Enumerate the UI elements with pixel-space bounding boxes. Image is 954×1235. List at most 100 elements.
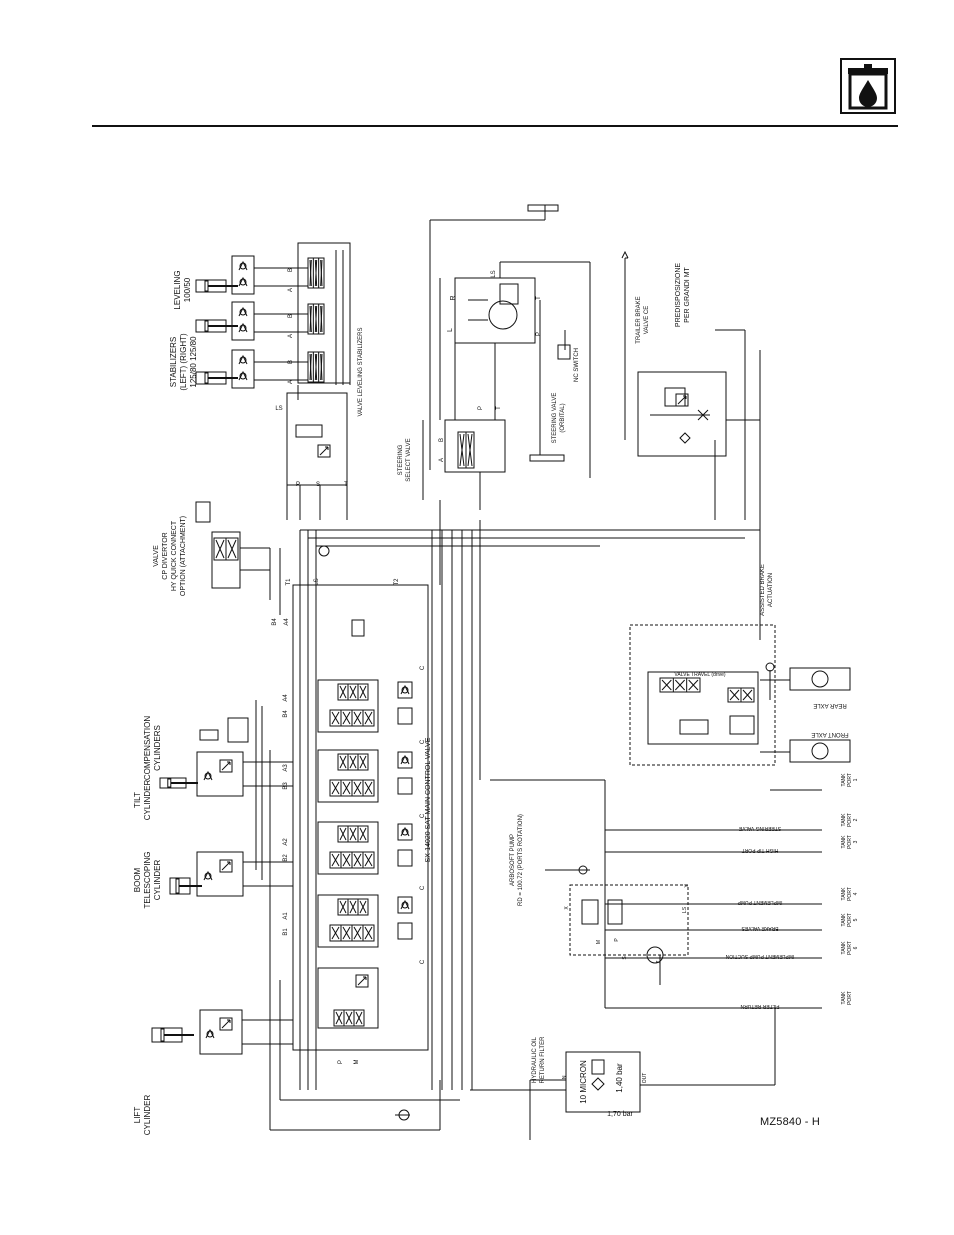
port-label: A3 [283, 764, 289, 772]
compensation-cylinders-label: COMPENSATION [143, 716, 152, 781]
tank-port-label: 4 [853, 892, 859, 895]
lift-cylinder-label: CYLINDER [143, 1095, 152, 1136]
port-label: X [564, 906, 570, 910]
port-label: P [338, 1060, 344, 1064]
port-label: P [536, 332, 542, 336]
port-label: C [420, 739, 426, 744]
tank-port-label: 6 [853, 946, 859, 949]
return-filter-label: RETURN FILTER [540, 1036, 546, 1084]
nc-switch-label: NC SWITCH [574, 348, 580, 382]
valve-section [317, 821, 379, 875]
filter-micron-label: 10 MICRON [579, 1060, 588, 1104]
leveling-priority-valve [286, 392, 348, 486]
steering-valve-label: (ORBITAL) [560, 403, 566, 432]
port-label: C [420, 885, 426, 890]
port-label: Y [684, 884, 690, 888]
main-control-valve-label: SX-14020 SAT MAIN CONTROL VALVE [425, 737, 432, 862]
steering-orbital-valve [454, 277, 536, 344]
port-label: IN [562, 1075, 568, 1080]
trailer-brake-valve-label: TRAILER BRAKE [636, 296, 642, 343]
port-label: P [478, 406, 484, 410]
tank-port-label: 1 [853, 778, 859, 781]
port-label: A [288, 334, 294, 338]
assisted-brake-label: ACTUATION [768, 573, 774, 607]
valve-travel [647, 671, 759, 745]
valve-travel-label: VALVE TRAVEL (drive) [674, 672, 725, 678]
port-label: T [496, 406, 502, 410]
port-label: T1 [286, 578, 292, 586]
front-axle [789, 739, 851, 763]
port-label: P [296, 482, 300, 488]
tank-port-label: 5 [853, 918, 859, 921]
return-filter-label: HYDRAULIC OIL [532, 1036, 538, 1083]
compensation-cylinders-label: CYLINDERS [153, 725, 162, 771]
port-label: B [288, 314, 294, 318]
stabilizers-label: STABILIZERS [169, 337, 178, 388]
port-label: T2 [394, 578, 400, 586]
valve-section [317, 679, 379, 733]
port-label: OUT [642, 1073, 648, 1084]
port-label: B [288, 268, 294, 272]
port-label: A [288, 380, 294, 384]
trailer-brake-valve [637, 371, 727, 457]
tilt-cylinder-label: TILT [133, 792, 142, 808]
rear-axle-label: REAR AXLE [813, 702, 846, 708]
tank-port-label: TANK [841, 813, 847, 827]
tank-port-label: PORT [847, 835, 853, 849]
port-label: A4 [283, 694, 289, 702]
port-label: R [450, 295, 457, 300]
boom-telescoping-cylinder-label: BOOM [133, 867, 142, 892]
test-port [318, 545, 330, 557]
compensation-cylinder-a [227, 717, 249, 743]
tank-port-label: PORT [847, 991, 853, 1005]
option-attachment-label: CP DIVERTOR [162, 532, 169, 579]
drive-valve-frame [629, 624, 776, 766]
test-port [765, 662, 775, 672]
port-label: A4 [284, 618, 290, 626]
port-label: C [420, 813, 426, 818]
stabilizers-label: (LEFT) (RIGHT) [179, 333, 188, 391]
hydraulic-fluid-drop-icon [840, 58, 896, 114]
tank-port-label: TANK [841, 773, 847, 787]
tank-line-label: STEERING VALVE [738, 825, 781, 831]
drawing-code: MZ5840 - H [760, 1116, 821, 1128]
port-label: A1 [283, 912, 289, 920]
lift-cylinder-label: LIFT [133, 1107, 142, 1124]
tank-port-label: PORT [847, 913, 853, 927]
implement-pump-assembly [569, 884, 689, 956]
telescope-cylinder-valve [196, 851, 244, 897]
filter-relief-label: 1,70 bar [607, 1111, 633, 1118]
port-label: B3 [283, 782, 289, 790]
port-label: P [614, 938, 620, 942]
attachment-cylinder [195, 501, 211, 523]
lift-cylinder-valve [199, 1009, 243, 1055]
nc-switch [557, 344, 571, 360]
port-label: S [316, 482, 320, 488]
tank-port-label: 3 [853, 840, 859, 843]
port-label: B1 [283, 928, 289, 936]
valve-section [317, 894, 379, 948]
tank-port-label: PORT [847, 887, 853, 901]
trailer-brake-valve-label: VALVE CE [644, 306, 650, 334]
main-control-valve [292, 584, 429, 1051]
implement-pump [646, 946, 664, 964]
port-label: M [596, 940, 602, 944]
header-rule [92, 125, 898, 127]
port-label: B [288, 360, 294, 364]
port-label: C [420, 665, 426, 670]
port-label: B2 [283, 854, 289, 862]
tank-port-label: TANK [841, 887, 847, 901]
main-relief-valve [351, 619, 365, 637]
port-label: Z [656, 960, 662, 963]
check-valve-block [231, 301, 255, 341]
filter-bypass-label: 1,40 bar [615, 1063, 624, 1093]
boom-telescoping-cylinder-label: TELESCOPING [143, 852, 152, 909]
steering-select-valve-label: STEERING [398, 444, 404, 475]
port-label: C [420, 959, 426, 964]
tank-port-label: TANK [841, 991, 847, 1005]
option-attachment-label: VALVE [153, 545, 160, 567]
port-label: LS [491, 270, 497, 277]
tank-port-label: TANK [841, 941, 847, 955]
